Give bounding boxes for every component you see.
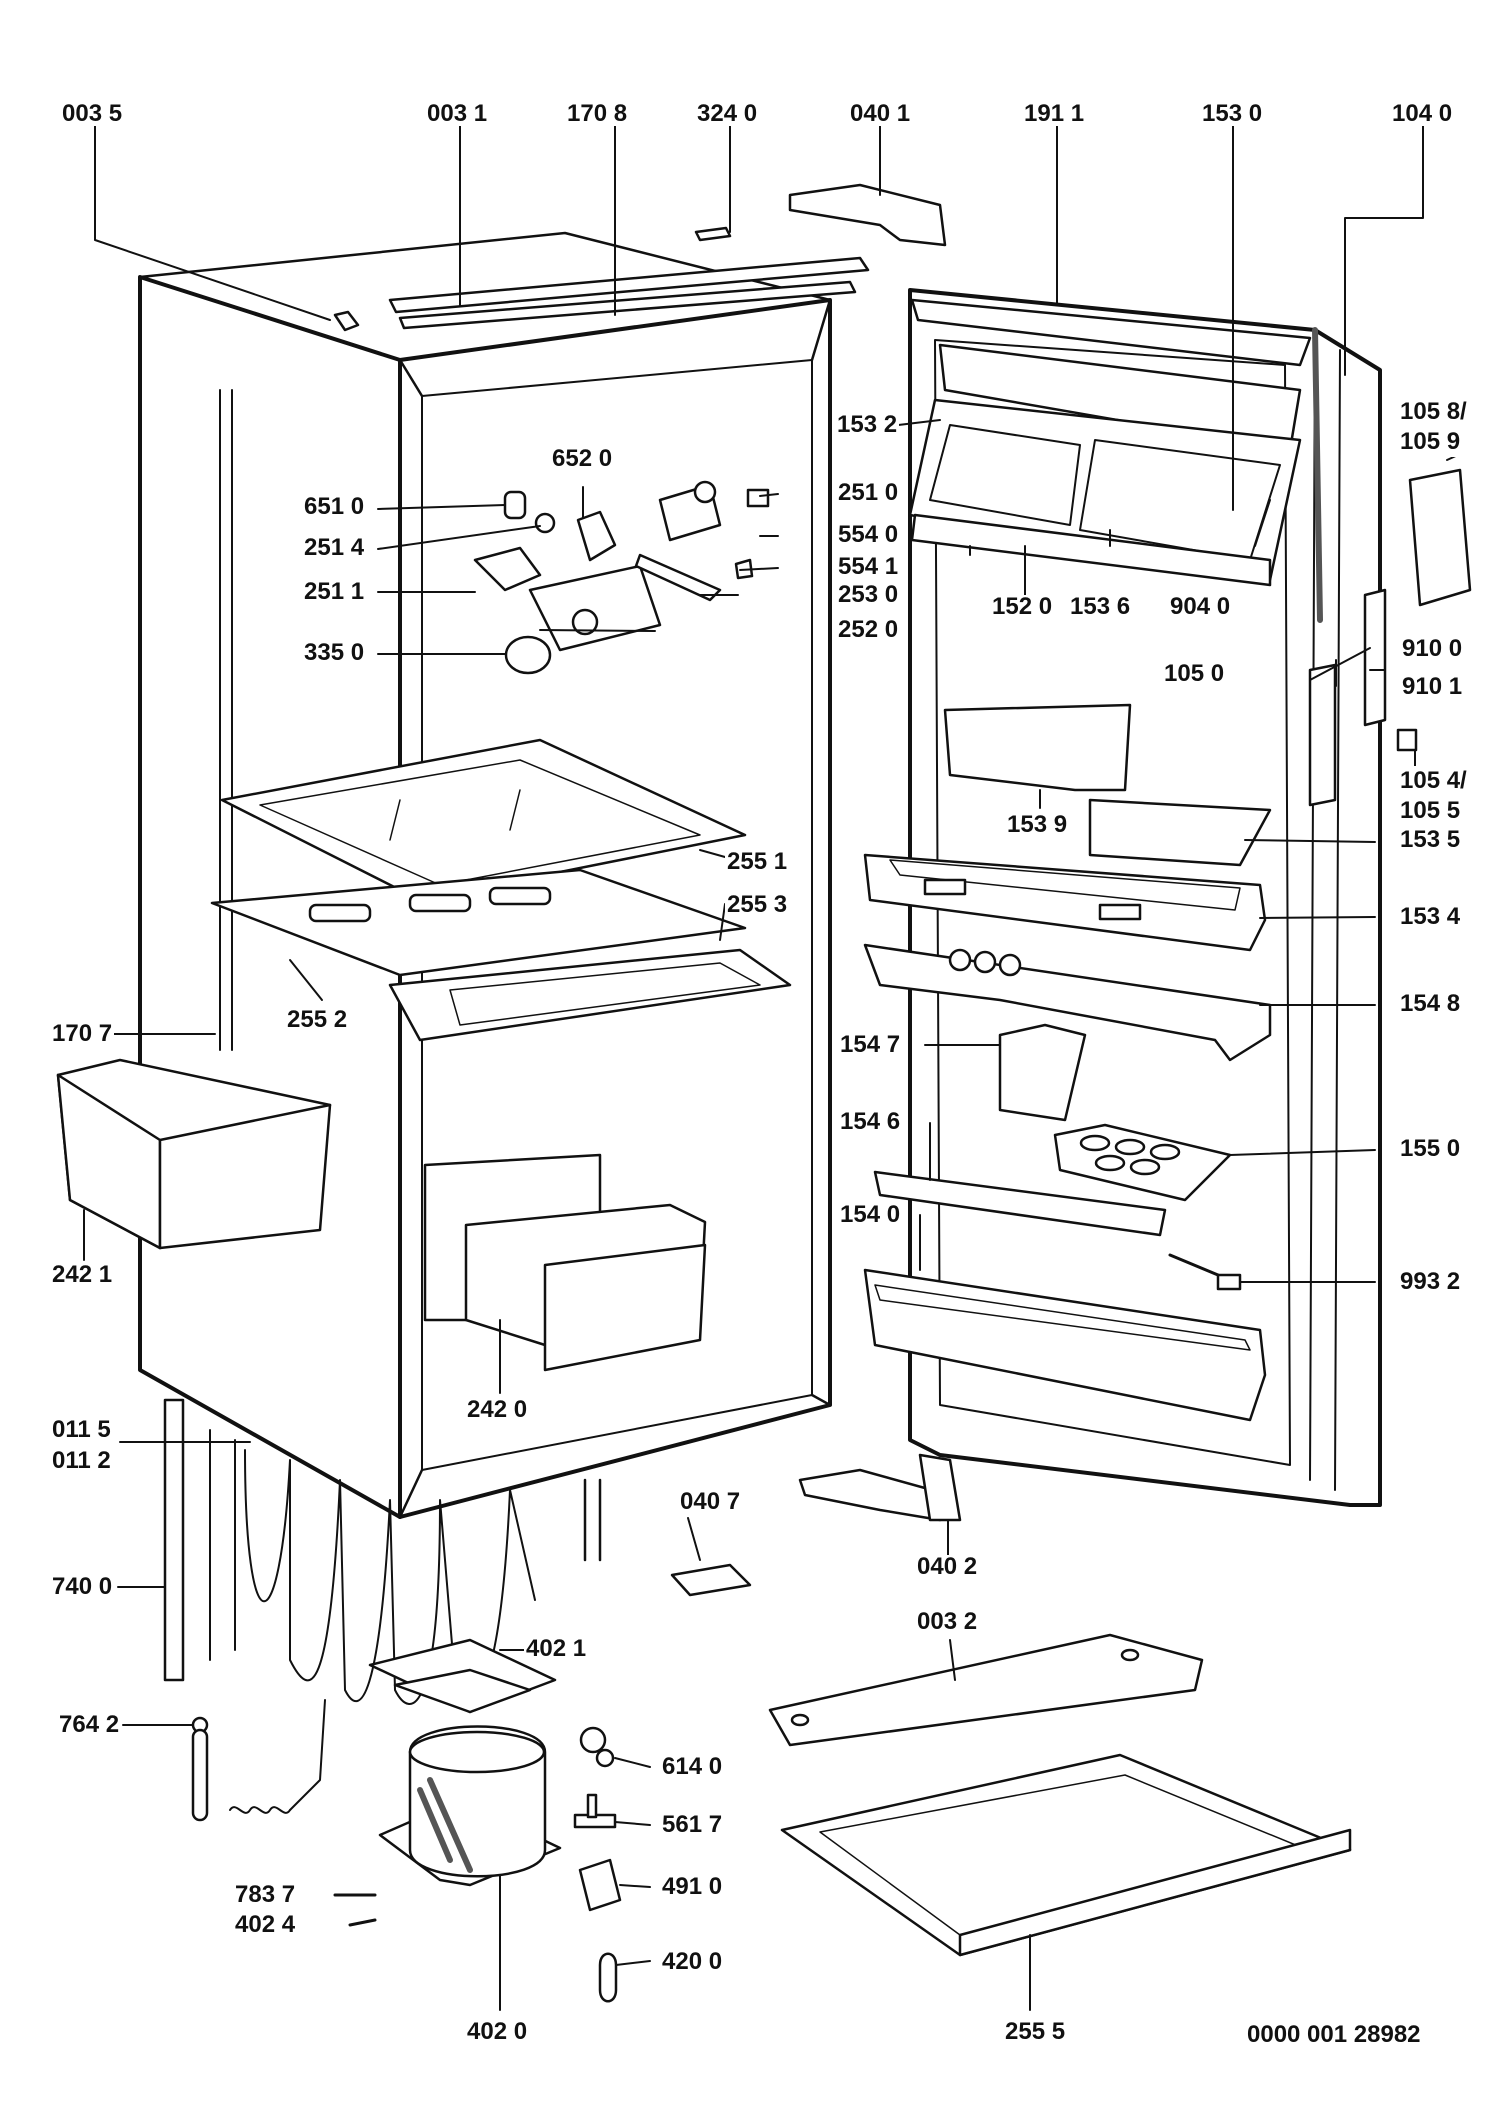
part-label-153-4: 153 4 <box>1398 903 1463 930</box>
part-label-255-3: 255 3 <box>725 891 790 918</box>
part-label-040-7: 040 7 <box>678 1488 743 1515</box>
part-label-154-7: 154 7 <box>838 1031 903 1058</box>
part-label-011-2: 011 2 <box>50 1447 113 1474</box>
leader-lines <box>83 122 1459 2011</box>
part-label-651-0: 651 0 <box>302 493 367 520</box>
part-label-402-4: 402 4 <box>233 1911 298 1938</box>
part-label-324-0: 324 0 <box>695 100 760 127</box>
part-label-191-1: 191 1 <box>1022 100 1087 127</box>
part-label-011-5: 011 5 <box>50 1416 113 1443</box>
condenser-coil <box>163 1398 602 1705</box>
part-label-993-2: 993 2 <box>1398 1268 1463 1295</box>
door-bar <box>863 943 1272 1062</box>
glass-shelf-bottom <box>780 1753 1352 1957</box>
thermometer <box>1168 1253 1242 1291</box>
part-label-255-5: 255 5 <box>1003 2018 1068 2045</box>
part-label-402-1: 402 1 <box>524 1635 589 1662</box>
door-hinge-parts <box>1308 468 1472 807</box>
part-label-335-0: 335 0 <box>302 639 367 666</box>
butter-compartment <box>908 343 1302 587</box>
part-label-154-6: 154 6 <box>838 1108 903 1135</box>
part-label-783-7: 783 7 <box>233 1881 298 1908</box>
part-label-420-0: 420 0 <box>660 1948 725 1975</box>
part-label-105-0: 105 0 <box>1162 660 1227 687</box>
part-label-740-0: 740 0 <box>50 1573 115 1600</box>
crisper-drawer-right <box>423 1153 707 1372</box>
part-label-154-0: 154 0 <box>838 1201 903 1228</box>
part-label-402-0: 402 0 <box>465 2018 530 2045</box>
part-label-614-0: 614 0 <box>660 1753 725 1780</box>
bottle-holder <box>998 1023 1087 1122</box>
document-number: 0000 001 28982 <box>1245 2021 1423 2048</box>
door-shelf-upper <box>863 853 1267 952</box>
part-label-153-5: 153 5 <box>1398 826 1463 853</box>
part-label-154-8: 154 8 <box>1398 990 1463 1017</box>
part-label-764-2: 764 2 <box>57 1711 122 1738</box>
glass-shelf-split <box>210 868 792 1042</box>
part-label-170-7: 170 7 <box>50 1020 115 1047</box>
part-label-153-6: 153 6 <box>1068 593 1133 620</box>
door-gasket <box>910 298 1312 367</box>
part-label-153-9: 153 9 <box>1005 811 1070 838</box>
part-label-170-8: 170 8 <box>565 100 630 127</box>
part-label-255-1: 255 1 <box>725 848 790 875</box>
part-label-152-0: 152 0 <box>990 593 1055 620</box>
part-label-155-0: 155 0 <box>1398 1135 1463 1162</box>
door-rail <box>873 1170 1167 1237</box>
part-label-251-4: 251 4 <box>302 534 367 561</box>
part-label-251-1: 251 1 <box>302 578 367 605</box>
part-label-040-1: 040 1 <box>848 100 913 127</box>
part-label-242-0: 242 0 <box>465 1396 530 1423</box>
part-label-104-0: 104 0 <box>1390 100 1455 127</box>
glass-shelf-upper <box>220 738 747 902</box>
part-label-003-5: 003 5 <box>60 100 125 127</box>
hinge-parts <box>670 183 962 1597</box>
part-label-242-1: 242 1 <box>50 1261 115 1288</box>
part-label-251-0: 251 0 <box>836 479 901 506</box>
part-label-910-1: 910 1 <box>1400 673 1465 700</box>
part-label-153-2: 153 2 <box>835 411 900 438</box>
part-label-561-7: 561 7 <box>660 1811 725 1838</box>
part-label-491-0: 491 0 <box>660 1873 725 1900</box>
compressor-assembly <box>191 1638 562 1887</box>
electrical-parts <box>333 1726 622 2003</box>
part-label-253-0: 253 0 <box>836 581 901 608</box>
part-label-554-1: 554 1 <box>836 553 901 580</box>
crisper-drawer-left <box>56 1058 332 1250</box>
part-label-003-2: 003 2 <box>915 1608 980 1635</box>
part-label-652-0: 652 0 <box>550 445 615 472</box>
part-label-153-0: 153 0 <box>1200 100 1265 127</box>
part-label-105-8-105-9: 105 8/ 105 9 <box>1398 397 1469 457</box>
door-shelf-bottom <box>863 1268 1267 1422</box>
part-label-910-0: 910 0 <box>1400 635 1465 662</box>
part-label-554-0: 554 0 <box>836 521 901 548</box>
part-label-105-4-105-5: 105 4/ 105 5 <box>1398 766 1469 826</box>
part-label-040-2: 040 2 <box>915 1553 980 1580</box>
part-label-252-0: 252 0 <box>836 616 901 643</box>
base-plate <box>768 1633 1204 1747</box>
top-trim-strip <box>333 226 870 332</box>
control-unit-group <box>473 480 770 675</box>
small-door-boxes <box>943 703 1272 867</box>
egg-tray <box>1053 1123 1232 1202</box>
part-label-255-2: 255 2 <box>285 1006 350 1033</box>
part-label-003-1: 003 1 <box>425 100 490 127</box>
part-label-904-0: 904 0 <box>1168 593 1233 620</box>
